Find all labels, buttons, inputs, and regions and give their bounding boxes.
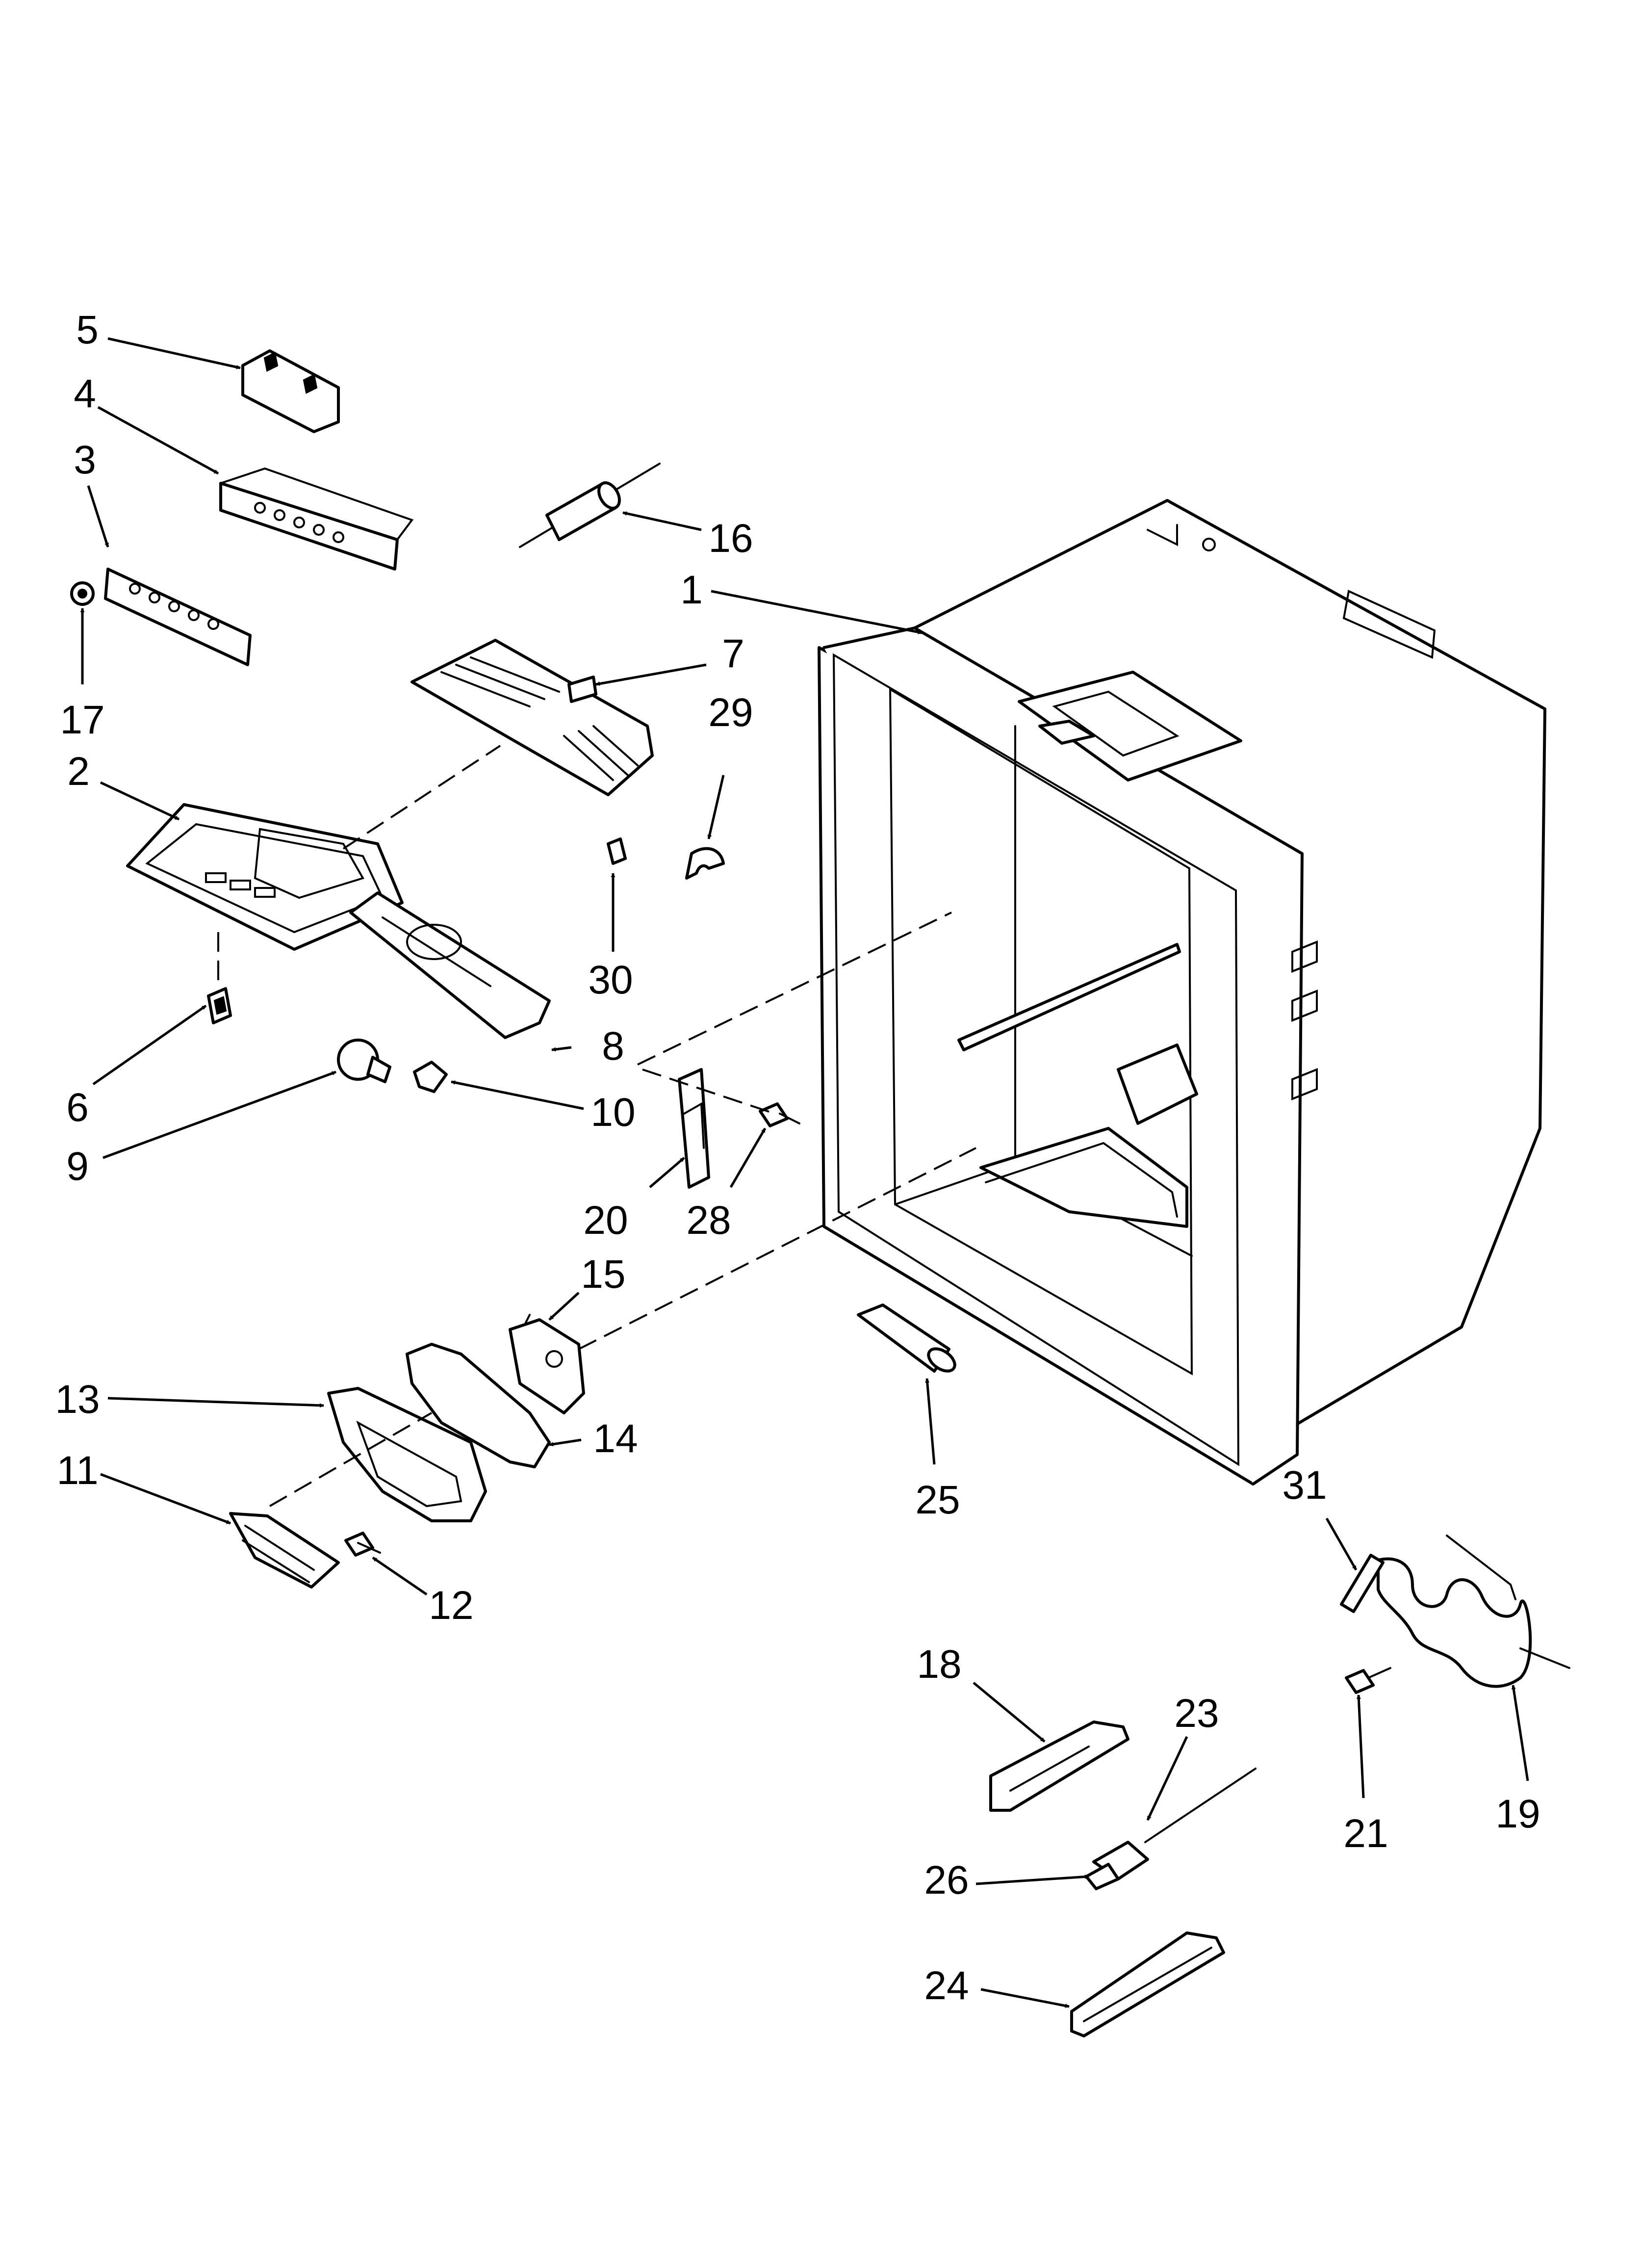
guide-20-part bbox=[678, 1068, 710, 1189]
callout-13: 13 bbox=[55, 1377, 100, 1422]
light-bulb-part bbox=[337, 1039, 391, 1083]
screw-12-part bbox=[344, 1532, 381, 1557]
callout-16: 16 bbox=[708, 516, 753, 561]
switch-part bbox=[207, 987, 232, 1024]
screw-31-part bbox=[1340, 1554, 1385, 1613]
callout-28: 28 bbox=[686, 1198, 731, 1243]
callout-6: 6 bbox=[66, 1085, 89, 1130]
lens-part bbox=[229, 1512, 340, 1589]
cover-part bbox=[241, 349, 340, 433]
callout-29: 29 bbox=[708, 690, 753, 735]
callout-1: 1 bbox=[680, 568, 703, 612]
callout-labels: 1 2 3 4 5 6 7 8 9 10 11 12 13 14 15 16 1… bbox=[55, 308, 1540, 2008]
callout-20: 20 bbox=[583, 1198, 628, 1243]
housing-14-part bbox=[406, 1343, 551, 1468]
callout-10: 10 bbox=[590, 1090, 635, 1135]
cylinder-25-part bbox=[857, 1303, 956, 1373]
rail-24-part bbox=[1070, 1931, 1225, 2037]
assembly-lines bbox=[217, 745, 976, 1507]
clip-29-part bbox=[685, 847, 725, 880]
callout-9: 9 bbox=[66, 1144, 89, 1189]
callout-19: 19 bbox=[1495, 1792, 1540, 1836]
callout-14: 14 bbox=[593, 1416, 638, 1461]
callout-2: 2 bbox=[67, 749, 90, 794]
control-board-part bbox=[219, 467, 414, 571]
filter-16-part bbox=[519, 463, 661, 548]
callout-8: 8 bbox=[602, 1024, 624, 1069]
callout-31: 31 bbox=[1282, 1463, 1327, 1508]
membrane-switch-part bbox=[104, 568, 252, 666]
callout-17: 17 bbox=[60, 698, 104, 742]
callout-25: 25 bbox=[915, 1478, 960, 1522]
callout-30: 30 bbox=[588, 958, 633, 1002]
lower-housing-part bbox=[327, 1387, 487, 1522]
sensor-part bbox=[1085, 1768, 1257, 1890]
heater-19-part bbox=[1377, 1535, 1570, 1688]
clip-30-part bbox=[607, 837, 627, 865]
callout-15: 15 bbox=[581, 1252, 625, 1297]
callout-4: 4 bbox=[74, 371, 96, 416]
callout-26: 26 bbox=[924, 1858, 969, 1903]
callout-3: 3 bbox=[74, 438, 96, 482]
callout-21: 21 bbox=[1343, 1811, 1388, 1856]
leader-lines bbox=[80, 337, 1529, 2008]
screw-21-part bbox=[1345, 1667, 1391, 1694]
control-housing-part bbox=[126, 803, 404, 951]
screw-17-part bbox=[70, 581, 95, 606]
callout-24: 24 bbox=[924, 1963, 969, 2008]
control-cover-part bbox=[410, 639, 654, 796]
callout-7: 7 bbox=[722, 631, 744, 676]
callout-12: 12 bbox=[429, 1583, 473, 1628]
callout-23: 23 bbox=[1174, 1691, 1219, 1736]
liner-part bbox=[818, 499, 1546, 1486]
callout-11: 11 bbox=[56, 1448, 98, 1493]
water-valve-part bbox=[509, 1314, 585, 1414]
callout-18: 18 bbox=[917, 1642, 961, 1687]
screw-28-part bbox=[759, 1102, 800, 1127]
bracket-18-part bbox=[989, 1721, 1129, 1812]
light-socket-part bbox=[413, 1061, 448, 1093]
light-housing-part bbox=[349, 891, 551, 1039]
callout-5: 5 bbox=[76, 308, 99, 352]
